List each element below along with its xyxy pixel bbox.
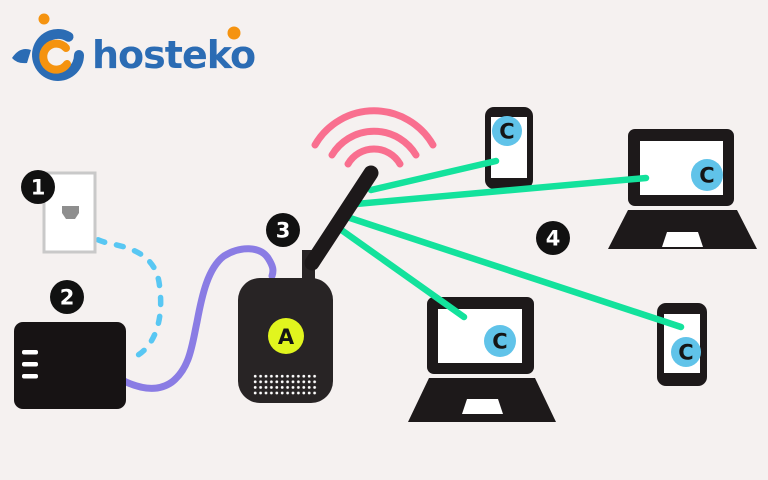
logo-inner-swirl-icon [39, 39, 71, 74]
step-3-badge: 3 [266, 213, 300, 247]
smartphone-bottom: C [657, 303, 707, 386]
router: A [238, 278, 333, 403]
logo-o-dot [227, 26, 241, 40]
wifi-link-to-phone-bottom [343, 213, 685, 331]
step-4-badge: 4 [536, 221, 570, 255]
device-label-circle [691, 159, 723, 191]
step-4-number: 4 [546, 227, 561, 251]
logo-spout-shape [12, 49, 31, 64]
wifi-waves-icon [311, 107, 437, 168]
laptop-base [608, 210, 757, 249]
device-label-circle [484, 325, 516, 357]
logo-text: hosteko [92, 33, 255, 77]
smartphone-top: C [485, 107, 533, 189]
device-label-c: C [492, 330, 507, 354]
wifi-link-to-laptop-right [352, 174, 650, 208]
step-2-badge: 2 [50, 280, 84, 314]
device-label-c: C [678, 341, 693, 365]
logo-top-dot [38, 13, 50, 25]
router-vents [253, 374, 317, 395]
wifi-link-to-phone-top [367, 157, 500, 194]
wifi-link-lines [336, 157, 685, 331]
step-2-number: 2 [60, 286, 75, 310]
device-label-c: C [699, 164, 714, 188]
step-3-number: 3 [276, 219, 291, 243]
device-label-c: C [499, 120, 514, 144]
modem-body [14, 322, 126, 409]
modem [14, 322, 126, 409]
phone-port-icon [62, 206, 79, 219]
laptop-touchpad [662, 232, 703, 247]
step-1-number: 1 [31, 176, 46, 200]
laptop-touchpad [462, 399, 503, 414]
laptop-bottom: C [408, 297, 556, 422]
logo-swirl-icon [32, 29, 84, 81]
laptop-right: C [608, 129, 757, 249]
step-1-badge: 1 [21, 170, 55, 204]
device-label-circle [671, 337, 701, 367]
device-label-circle [492, 116, 522, 146]
wifi-link-to-laptop-bottom [336, 225, 468, 321]
modem-indicator-lights [22, 350, 38, 379]
phone-line-dashed-cable [70, 210, 164, 360]
ethernet-cable [114, 245, 277, 392]
router-label-circle [268, 318, 304, 354]
router-antenna [302, 165, 379, 282]
router-label-a: A [278, 325, 295, 349]
hosteko-logo: hosteko [12, 13, 256, 81]
antenna-rod [304, 165, 379, 271]
